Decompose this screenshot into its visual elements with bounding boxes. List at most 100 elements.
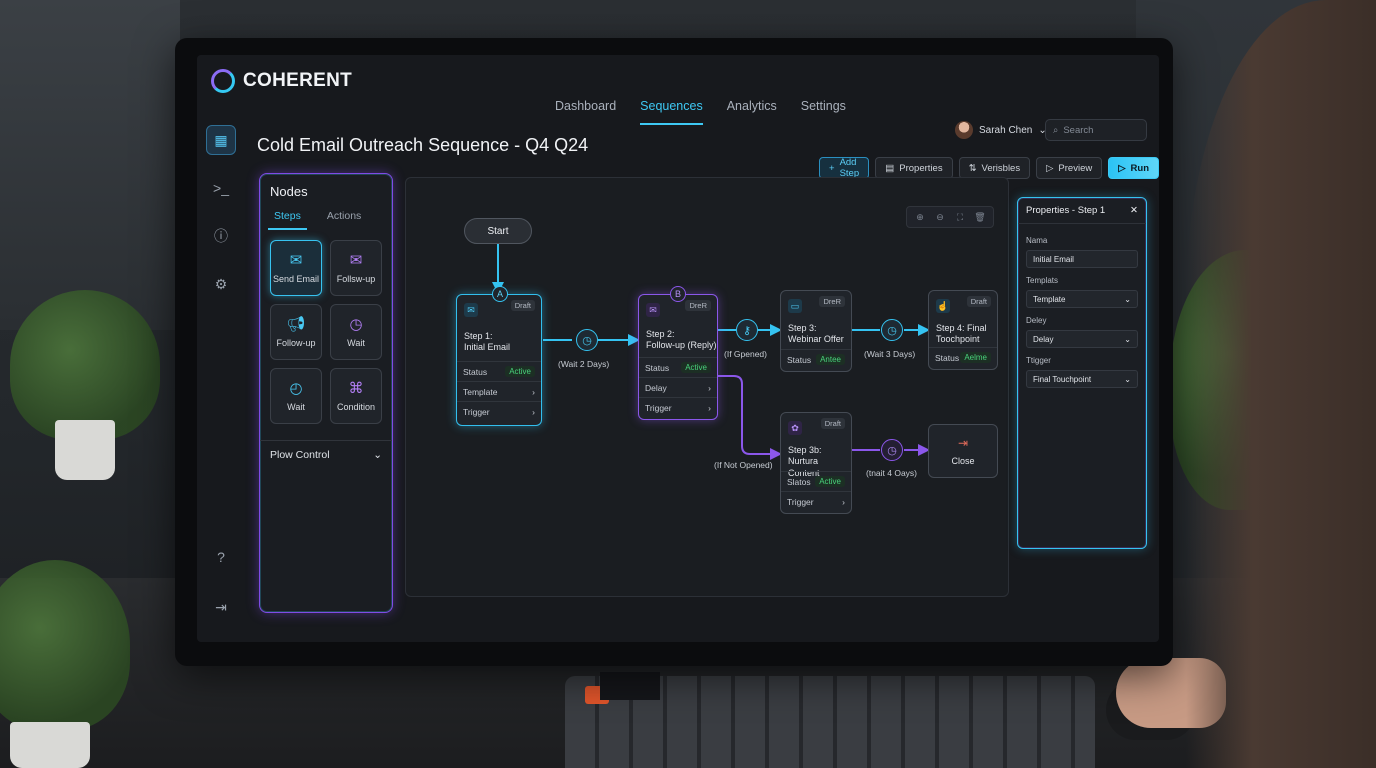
step-title-line: Step 2: [646, 329, 675, 339]
draft-badge: Draft [820, 418, 845, 429]
close-icon[interactable]: ✕ [1130, 205, 1138, 216]
delay-row[interactable]: Delay› [639, 377, 717, 397]
row-label: Status [787, 354, 812, 365]
tile-follow-up[interactable]: 📢︎Follow-up [270, 304, 322, 360]
trigger-row[interactable]: Trigger› [457, 401, 541, 421]
tab-analytics[interactable]: Analytics [726, 99, 777, 113]
key-icon[interactable]: ⚷ [736, 319, 758, 341]
step-title-line: Follow-up (Reply) [646, 340, 717, 351]
chevron-down-icon: ⌄ [1124, 294, 1131, 304]
logout-icon[interactable]: ⇥ [215, 598, 227, 615]
tile-send-email[interactable]: ✉Send Email [270, 240, 322, 296]
step-title: Step 3: Webinar Offer [788, 323, 844, 346]
run-button[interactable]: ▷Run [1108, 157, 1159, 179]
flow-control-section[interactable]: Plow Control ⌄ [260, 440, 392, 469]
row-label: Status [645, 362, 670, 373]
close-node[interactable]: ⇥ Close [928, 424, 998, 478]
name-field[interactable]: Initial Email [1026, 250, 1138, 268]
mail-icon: ✉ [464, 303, 478, 317]
row-label: Trigger [645, 402, 672, 413]
row-label: Status [935, 352, 960, 363]
trigger-select[interactable]: Final Touchpoint⌄ [1026, 370, 1138, 388]
node-tiles: ✉Send Email ✉Follsw-up 📢︎Follow-up ◷Wait… [270, 240, 382, 424]
branch-icon: ⌘ [348, 379, 364, 397]
clock-icon[interactable]: ◷ [881, 439, 903, 461]
search-input[interactable]: ⌕ Search [1045, 119, 1147, 141]
edge-label-if-not-opened: (If Not Opened) [714, 460, 773, 470]
step-badge-a: A [492, 286, 508, 302]
tile-condition[interactable]: ⌘Condition [330, 368, 382, 424]
add-step-button[interactable]: +Add Step [819, 157, 870, 179]
tab-settings[interactable]: Settings [800, 99, 846, 113]
step-title-line: Initial Email [464, 342, 511, 353]
row-label: Trigger [463, 406, 490, 417]
plus-icon: + [829, 162, 835, 174]
document-icon: ▤ [885, 162, 895, 174]
top-nav: Dashboard Sequences Analytics Settings [555, 99, 846, 125]
clock-icon[interactable]: ◷ [881, 319, 903, 341]
template-select[interactable]: Template⌄ [1026, 290, 1138, 308]
node-tabs: Steps Actions [268, 210, 367, 230]
help-icon[interactable]: ? [217, 549, 225, 565]
gear-icon[interactable]: ⚙ [214, 275, 228, 292]
row-label: Delay [645, 382, 667, 393]
grid-icon[interactable]: ▦ [206, 125, 236, 155]
variables-button[interactable]: ⇅Verisbles [958, 157, 1031, 179]
trigger-row[interactable]: Trigger› [781, 491, 851, 511]
step-node-2[interactable]: B ✉ DreR Step 2: Follow-up (Reply) Statu… [638, 286, 718, 420]
trash-icon[interactable]: 🗑︎ [974, 211, 986, 222]
search-placeholder: Search [1063, 124, 1094, 136]
preview-button[interactable]: ▷Preview [1036, 157, 1103, 179]
tile-label: Send Email [272, 273, 320, 284]
zoom-in-icon[interactable]: ⊕ [916, 211, 924, 222]
trigger-row[interactable]: Trigger› [639, 397, 717, 417]
zoom-tools: ⊕ ⊖ ⛶ 🗑︎ [906, 206, 994, 228]
clock-icon[interactable]: ◷ [576, 329, 598, 351]
tile-label: Follsw-up [336, 273, 376, 284]
properties-button[interactable]: ▤Properties [875, 157, 953, 179]
info-icon[interactable]: ⓘ [214, 228, 228, 244]
tab-dashboard[interactable]: Dashboard [555, 99, 617, 113]
search-icon: ⌕ [1053, 124, 1059, 136]
logo[interactable]: COHERENT [211, 69, 352, 93]
terminal-icon[interactable]: >_ [213, 180, 229, 196]
nodes-panel: Nodes Steps Actions ✉Send Email ✉Follsw-… [259, 173, 393, 613]
template-row[interactable]: Template › [457, 381, 541, 401]
tile-follow-up-email[interactable]: ✉Follsw-up [330, 240, 382, 296]
row-label: Template [463, 386, 498, 397]
tab-steps[interactable]: Steps [268, 210, 307, 230]
rail-bottom: ? ⇥ [206, 542, 236, 622]
row-label: Slatos [787, 476, 811, 487]
logo-icon [211, 69, 235, 93]
step-title-line: Step 1: [464, 331, 493, 341]
edge-label-wait-3: (Wait 3 Days) [864, 349, 916, 359]
plant-pot [55, 420, 115, 480]
user-menu[interactable]: Sarah Chen ⌄ [955, 121, 1047, 139]
chevron-down-icon: ⌄ [1038, 124, 1047, 136]
tile-wait-violet[interactable]: ◷Wait [330, 304, 382, 360]
fit-screen-icon[interactable]: ⛶ [956, 211, 964, 222]
tile-wait[interactable]: ◴Wait [270, 368, 322, 424]
tile-label: Follow-up [276, 337, 316, 348]
name-label: Nama [1026, 236, 1048, 245]
chevron-right-icon: › [842, 496, 845, 507]
delay-select[interactable]: Delay⌄ [1026, 330, 1138, 348]
plant [0, 560, 130, 730]
draft-badge: DreR [819, 296, 845, 307]
zoom-out-icon[interactable]: ⊖ [936, 211, 944, 222]
tile-label: Wait [287, 401, 305, 412]
start-node[interactable]: Start [464, 218, 532, 244]
draft-badge: DreR [685, 300, 711, 311]
chevron-right-icon: › [532, 386, 535, 397]
tab-sequences[interactable]: Sequences [640, 99, 703, 125]
tab-actions[interactable]: Actions [326, 210, 362, 222]
flow-canvas[interactable]: ⊕ ⊖ ⛶ 🗑︎ Start A ✉ Draft Step 1: Initial… [405, 177, 1009, 597]
logo-text: COHERENT [243, 70, 353, 91]
chevron-down-icon: ⌄ [373, 449, 382, 461]
